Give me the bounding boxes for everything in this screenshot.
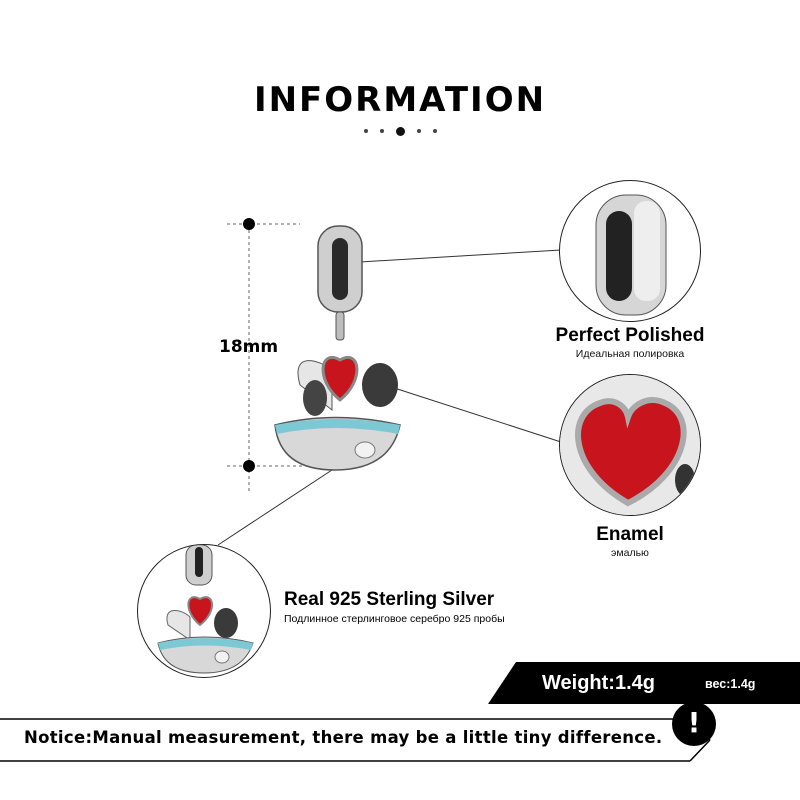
enamel-subtitle: эмалью: [611, 547, 649, 559]
polished-title: Perfect Polished: [555, 325, 705, 346]
notice-text: Notice:Manual measurement, there may be …: [24, 728, 663, 747]
title-dots-divider: [0, 124, 800, 138]
dimension-bottom-marker: [243, 460, 255, 472]
enamel-detail-circle: [559, 374, 701, 516]
exclamation-icon: !: [687, 706, 701, 739]
charm-image: [274, 225, 401, 471]
dimension-label: 18mm: [219, 337, 279, 357]
enamel-title: Enamel: [596, 524, 664, 545]
weight-label: Weight:1.4g: [542, 672, 655, 694]
weight-label-ru: вес:1.4g: [705, 677, 756, 691]
silver-subtitle: Подлинное стерлинговое серебро 925 пробы: [284, 613, 505, 625]
polished-subtitle: Идеальная полировка: [575, 348, 685, 360]
silver-title: Real 925 Sterling Silver: [284, 589, 495, 610]
page-title: INFORMATION: [253, 80, 547, 120]
warning-icon: [672, 702, 716, 746]
silver-detail-circle: [137, 544, 271, 678]
weight-banner: [488, 662, 800, 704]
polished-detail-circle: [559, 180, 701, 322]
dimension-top-marker: [243, 218, 255, 230]
